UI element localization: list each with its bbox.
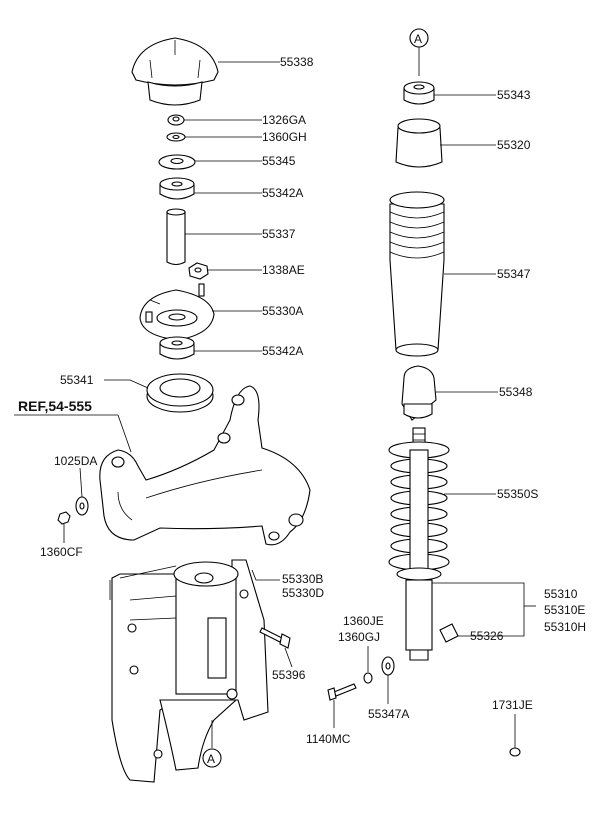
part-55396-bolt [259,627,291,649]
label-1360GH: 1360GH [262,130,307,144]
label-55338: 55338 [280,55,314,69]
label-55310E: 55310E [544,603,585,617]
part-55350S-spring-strut [388,427,450,661]
label-55343: 55343 [497,88,531,102]
part-55345-washer [158,154,196,170]
label-1326GA: 1326GA [262,113,306,127]
part-55347A-washer [381,656,395,676]
part-55338-mount-insulator [131,37,219,106]
part-55348-bump-stopper [401,365,437,421]
part-1338AE-nut [188,262,209,280]
circle-marker-A-top: A [409,28,429,76]
label-55310H: 55310H [544,620,586,634]
label-55310: 55310 [544,587,578,601]
part-1326GA-nut [167,114,185,126]
label-55345: 55345 [262,154,296,168]
part-1731JE-pin [509,747,521,757]
part-55342A-upper-bushing [159,177,195,200]
label-55330B: 55330B [282,572,323,586]
label-55396: 55396 [272,668,306,682]
circle-marker-A-bottom-label: A [207,752,215,766]
part-55347-dust-boot [389,191,445,357]
part-upper-control-arm [99,385,311,546]
label-55342A-bottom: 55342A [262,344,303,358]
part-55330B-bracket [109,559,269,783]
part-55341-spring-seat [146,373,214,413]
circle-marker-A-bottom: A [202,720,222,768]
label-55341: 55341 [60,373,94,387]
part-55330A-mount-plate [139,283,215,341]
part-1360GH-washer [166,132,186,142]
label-55348: 55348 [499,385,533,399]
part-55320-dust-cap [395,118,443,168]
label-55342A-top: 55342A [262,186,303,200]
label-1731JE: 1731JE [492,698,533,712]
part-1025DA-washer [75,496,89,516]
label-55350S: 55350S [497,487,538,501]
part-55343-top-bushing [403,81,435,105]
part-1140MC-bolt [327,683,357,701]
part-1360JE-nut [363,672,373,684]
label-1025DA: 1025DA [54,454,97,468]
part-55326-bushing [439,623,459,643]
circle-marker-A-top-label: A [414,32,422,46]
label-1338AE: 1338AE [262,263,305,277]
label-55347: 55347 [497,267,531,281]
label-55326: 55326 [470,629,504,643]
label-55347A: 55347A [368,707,409,721]
label-55330D: 55330D [282,586,324,600]
part-55337-sleeve [166,208,186,266]
part-1360CF-nut [57,511,71,525]
label-55320: 55320 [497,138,531,152]
label-1360CF: 1360CF [40,545,83,559]
label-ref: REF,54-555 [18,398,92,414]
label-1360GJ: 1360GJ [338,630,380,644]
label-55337: 55337 [262,227,296,241]
label-1360JE: 1360JE [343,614,384,628]
label-1140MC: 1140MC [306,732,351,746]
label-55330A: 55330A [262,304,303,318]
part-55342A-lower-bushing [159,336,195,360]
